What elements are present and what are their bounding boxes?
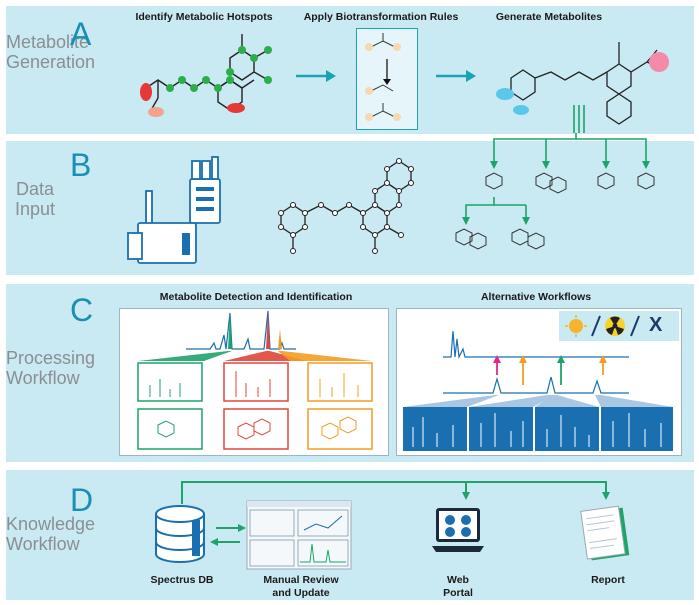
web-portal-icon [432, 508, 484, 552]
isotope-x-icon: X [649, 314, 663, 336]
uv-icon [565, 315, 587, 337]
side-label-line-1: Metabolite [6, 32, 90, 52]
detection-chromatogram [137, 310, 373, 450]
alternative-title: Alternative Workflows [480, 291, 592, 303]
manual-review-line-1: Manual Review [263, 574, 339, 586]
side-label-line-2: Input [14, 199, 56, 219]
manual-review-line-2: and Update [272, 587, 330, 599]
input-molecule [278, 158, 414, 254]
panel-processing-workflow: Processing Workflow C Metabolite Detecti… [6, 284, 694, 462]
alternative-chromatograms [403, 330, 673, 451]
arrow-to-rules [296, 70, 336, 82]
detection-box [119, 308, 389, 456]
step-title-hotspots: Identify Metabolic Hotspots [135, 11, 273, 23]
section-letter-b: B [70, 147, 92, 183]
section-letter-c: C [70, 292, 94, 328]
detection-title: Metabolite Detection and Identification [159, 291, 353, 303]
spectrus-db-label: Spectrus DB [150, 574, 214, 586]
side-label-line-2: Generation [6, 52, 96, 72]
manual-review-label: Manual Review and Update [246, 574, 356, 600]
side-label-data-input: Data Input [6, 179, 64, 219]
web-portal-label: Web Portal [428, 574, 488, 600]
metabolite-molecule [496, 42, 669, 125]
slash-icon-2 [630, 315, 640, 337]
knowledge-flow-arrows [181, 481, 610, 546]
report-icon [580, 505, 630, 561]
step-title-rules: Apply Biotransformation Rules [303, 11, 459, 23]
side-label-metabolite-generation: Metabolite Generation [6, 32, 96, 72]
panel-knowledge-workflow: Knowledge Workflow D [6, 470, 694, 600]
biotransformation-rules-box [356, 28, 418, 130]
web-portal-line-2: Portal [443, 587, 473, 599]
panel-data-input: Data Input B [6, 105, 694, 275]
slash-icon-1 [591, 315, 601, 337]
side-label-line-2: Workflow [6, 534, 80, 554]
database-icon [155, 505, 205, 563]
metabolite-tree-arrows [455, 105, 655, 250]
section-letter-a: A [70, 16, 92, 52]
radiation-icon [605, 316, 625, 336]
step-title-generate: Generate Metabolites [495, 11, 603, 23]
instrument-icons [127, 156, 221, 264]
side-label-line-1: Knowledge [6, 514, 96, 534]
alternative-box: X [396, 308, 682, 456]
side-label-line-1: Processing [6, 348, 96, 368]
side-label-processing-workflow: Processing Workflow [6, 348, 96, 388]
parent-molecule-hotspots [140, 34, 272, 117]
panel-metabolite-generation: Metabolite Generation A Identify Metabol… [6, 6, 694, 134]
manual-review-screen [246, 500, 352, 570]
report-label: Report [591, 574, 625, 586]
rule-diagram [365, 33, 401, 121]
web-portal-line-1: Web [447, 574, 469, 586]
section-letter-d: D [70, 482, 94, 518]
side-label-line-1: Data [15, 179, 55, 199]
arrow-to-metabolites [436, 70, 476, 82]
side-label-line-2: Workflow [6, 368, 80, 388]
side-label-knowledge-workflow: Knowledge Workflow [6, 514, 96, 554]
